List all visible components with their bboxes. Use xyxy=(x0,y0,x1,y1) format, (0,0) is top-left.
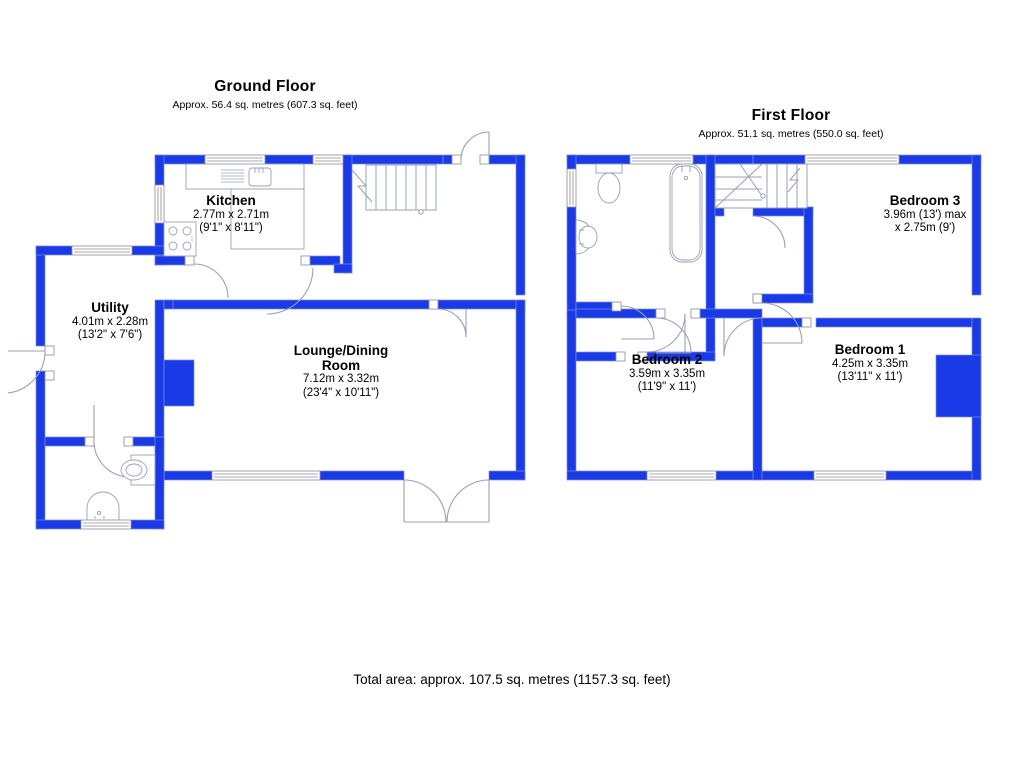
wc-fittings xyxy=(86,454,156,521)
ground-floor-area: Approx. 56.4 sq. metres (607.3 sq. feet) xyxy=(172,98,358,111)
staircase-up xyxy=(351,164,437,215)
first-floor-area: Approx. 51.1 sq. metres (550.0 sq. feet) xyxy=(698,127,884,140)
first-floor-walls xyxy=(566,154,982,481)
ground-floor-windows xyxy=(71,154,344,530)
ground-floor-door-swings xyxy=(7,131,490,523)
first-floor-heading: First Floor Approx. 51.1 sq. metres (550… xyxy=(689,107,893,140)
total-area-text: Total area: approx. 107.5 sq. metres (11… xyxy=(353,672,671,687)
first-floor-plan xyxy=(566,154,982,481)
first-floor-door-jambs xyxy=(611,293,812,362)
bathroom-fittings xyxy=(575,163,703,263)
first-floor-windows xyxy=(566,154,900,481)
ground-floor-plan xyxy=(7,131,526,530)
ground-floor-title: Ground Floor xyxy=(214,78,316,95)
kitchen-fittings xyxy=(163,163,305,257)
ground-floor-walls xyxy=(35,154,526,530)
ground-floor-heading: Ground Floor Approx. 56.4 sq. metres (60… xyxy=(164,78,366,111)
first-floor-title: First Floor xyxy=(751,107,831,124)
first-floor-door-swings xyxy=(620,215,803,357)
staircase-winder xyxy=(714,163,808,209)
